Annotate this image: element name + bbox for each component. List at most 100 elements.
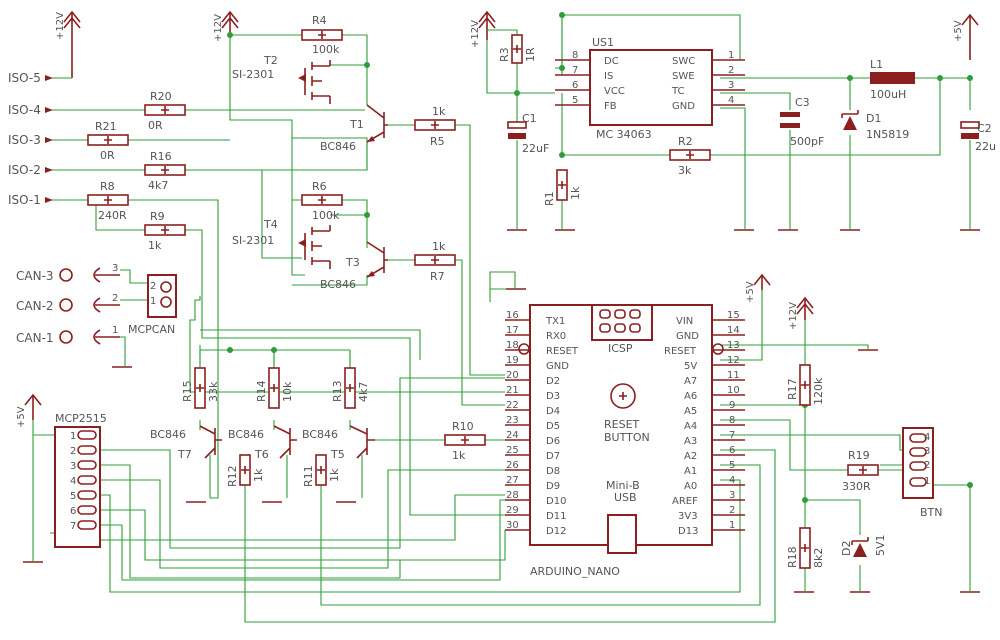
transistor-ref: T3 (345, 256, 360, 269)
resistor-value: 4k7 (357, 382, 370, 402)
inductor-value: 100uH (870, 88, 906, 101)
resistor-ref: R4 (312, 14, 327, 27)
bjt-t6: BC846 T6 (228, 425, 297, 461)
capacitor-c3: C3 500pF (780, 96, 824, 148)
resistor-ref: R15 (181, 380, 194, 402)
bjt-t1: T1 BC846 (320, 104, 388, 153)
capacitor-ref: C2 (977, 122, 992, 135)
btn-connector: 4 3 2 1 BTN (902, 427, 943, 519)
can-label: CAN-1 (16, 331, 54, 345)
mcp2515-pin: 6 (70, 506, 76, 517)
arduino-pin: VIN (676, 316, 693, 327)
usb-connector-icon (607, 514, 637, 554)
power-12v-label-4: +12V (788, 302, 799, 330)
resistor-ref: R13 (331, 380, 344, 402)
iso-label: ISO-5 (8, 71, 41, 85)
arduino-pin-num: 17 (506, 325, 519, 336)
transistor-type: BC846 (228, 428, 264, 441)
regulator-pin-num: 4 (728, 95, 734, 106)
resistors-vertical (194, 34, 811, 569)
resistor-value: 100k (312, 43, 340, 56)
arduino-pin: 5V (684, 361, 697, 372)
power-12v-symbol-1: +12V (55, 10, 81, 78)
arduino-pin-num: 20 (506, 370, 519, 381)
iso-label: ISO-1 (8, 193, 41, 207)
arduino-pin-num: 13 (727, 340, 740, 351)
power-5v-label-2: +5V (745, 281, 756, 303)
capacitor-ref: C3 (795, 96, 810, 109)
resistor-value: 1k (328, 468, 341, 482)
resistor-value: 1k (432, 240, 446, 253)
arduino-pin: A3 (684, 436, 697, 447)
regulator-part: MC 34063 (596, 128, 652, 141)
power-5v-label-1: +5V (953, 20, 964, 42)
arduino-pin: D7 (546, 451, 560, 462)
resistor-value: 1k (252, 468, 265, 482)
arduino-label: ARDUINO_NANO (530, 565, 620, 578)
resistor-ref: R14 (255, 380, 268, 402)
mcpcan-connector: 2 1 MCPCAN (128, 274, 177, 336)
resistor-ref: R12 (226, 465, 239, 487)
arduino-pin: A0 (684, 481, 697, 492)
power-12v-label-1: +12V (55, 12, 66, 40)
arduino-pin-num: 5 (729, 460, 735, 471)
resistor-ref: R7 (430, 270, 445, 283)
transistor-ref: T7 (177, 448, 192, 461)
capacitor-c2: C2 22u (960, 121, 996, 153)
arduino-pin-num: 27 (506, 475, 519, 486)
resistor-value: 120k (812, 377, 825, 405)
arduino-pin-num: 16 (506, 310, 519, 321)
mcp2515-pins (77, 430, 97, 530)
resistor-value: 0R (100, 149, 115, 162)
regulator-pin: SWC (672, 56, 695, 67)
power-12v-symbol-3: +12V (470, 10, 496, 48)
icsp-header: ICSP (591, 304, 653, 355)
arduino-pin-num: 14 (727, 325, 740, 336)
arduino-pin: D9 (546, 481, 560, 492)
mcp2515-pin: 4 (70, 476, 76, 487)
btn-pin: 4 (924, 432, 930, 443)
arduino-pin-num: 2 (729, 505, 735, 516)
arduino-pin: D11 (546, 511, 566, 522)
icsp-label: ICSP (608, 342, 633, 355)
btn-pin: 1 (924, 476, 930, 487)
resistor-ref: R10 (452, 420, 474, 433)
resistor-value: 3k (678, 164, 692, 177)
resistor-value: 1k (432, 105, 446, 118)
resistor-value: 100k (312, 209, 340, 222)
reset-button-label-1: RESET (604, 418, 640, 431)
resistor-value: 1R (524, 47, 537, 62)
arduino-pin: A6 (684, 391, 697, 402)
arduino-pin: D4 (546, 406, 560, 417)
btn-pin: 3 (924, 446, 930, 457)
mcp2515-pin: 3 (70, 461, 76, 472)
arduino-pin: D2 (546, 376, 560, 387)
arduino-pin: 3V3 (678, 511, 698, 522)
can-pin-number: 1 (112, 325, 118, 336)
iso-label: ISO-4 (8, 103, 41, 117)
arduino-pin-num: 11 (727, 370, 740, 381)
arduino-pin: A7 (684, 376, 697, 387)
resistor-ref: R19 (848, 449, 870, 462)
junctions (227, 12, 973, 503)
arduino-pin: A2 (684, 451, 697, 462)
transistor-type: BC846 (302, 428, 338, 441)
reset-button-label-2: BUTTON (604, 431, 650, 444)
arduino-pin: D3 (546, 391, 560, 402)
can-pin-number: 3 (112, 263, 118, 274)
iso-label: ISO-2 (8, 163, 41, 177)
mosfet-t2: T2 SI-2301 (232, 54, 331, 104)
regulator-pin: VCC (604, 86, 625, 97)
power-12v-label-2: +12V (213, 14, 224, 42)
arduino-pin: GND (546, 361, 569, 372)
arduino-pin: D8 (546, 466, 560, 477)
mcp2515-pin: 1 (70, 431, 76, 442)
resistor-value: 33k (207, 381, 220, 402)
arduino-pin: A1 (684, 466, 697, 477)
regulator-pin-num: 1 (728, 50, 734, 61)
arduino-pin-num: 12 (727, 355, 740, 366)
regulator-pin: TC (671, 86, 685, 97)
regulator-pin-num: 3 (728, 80, 734, 91)
arduino-pin-num: 8 (729, 415, 735, 426)
